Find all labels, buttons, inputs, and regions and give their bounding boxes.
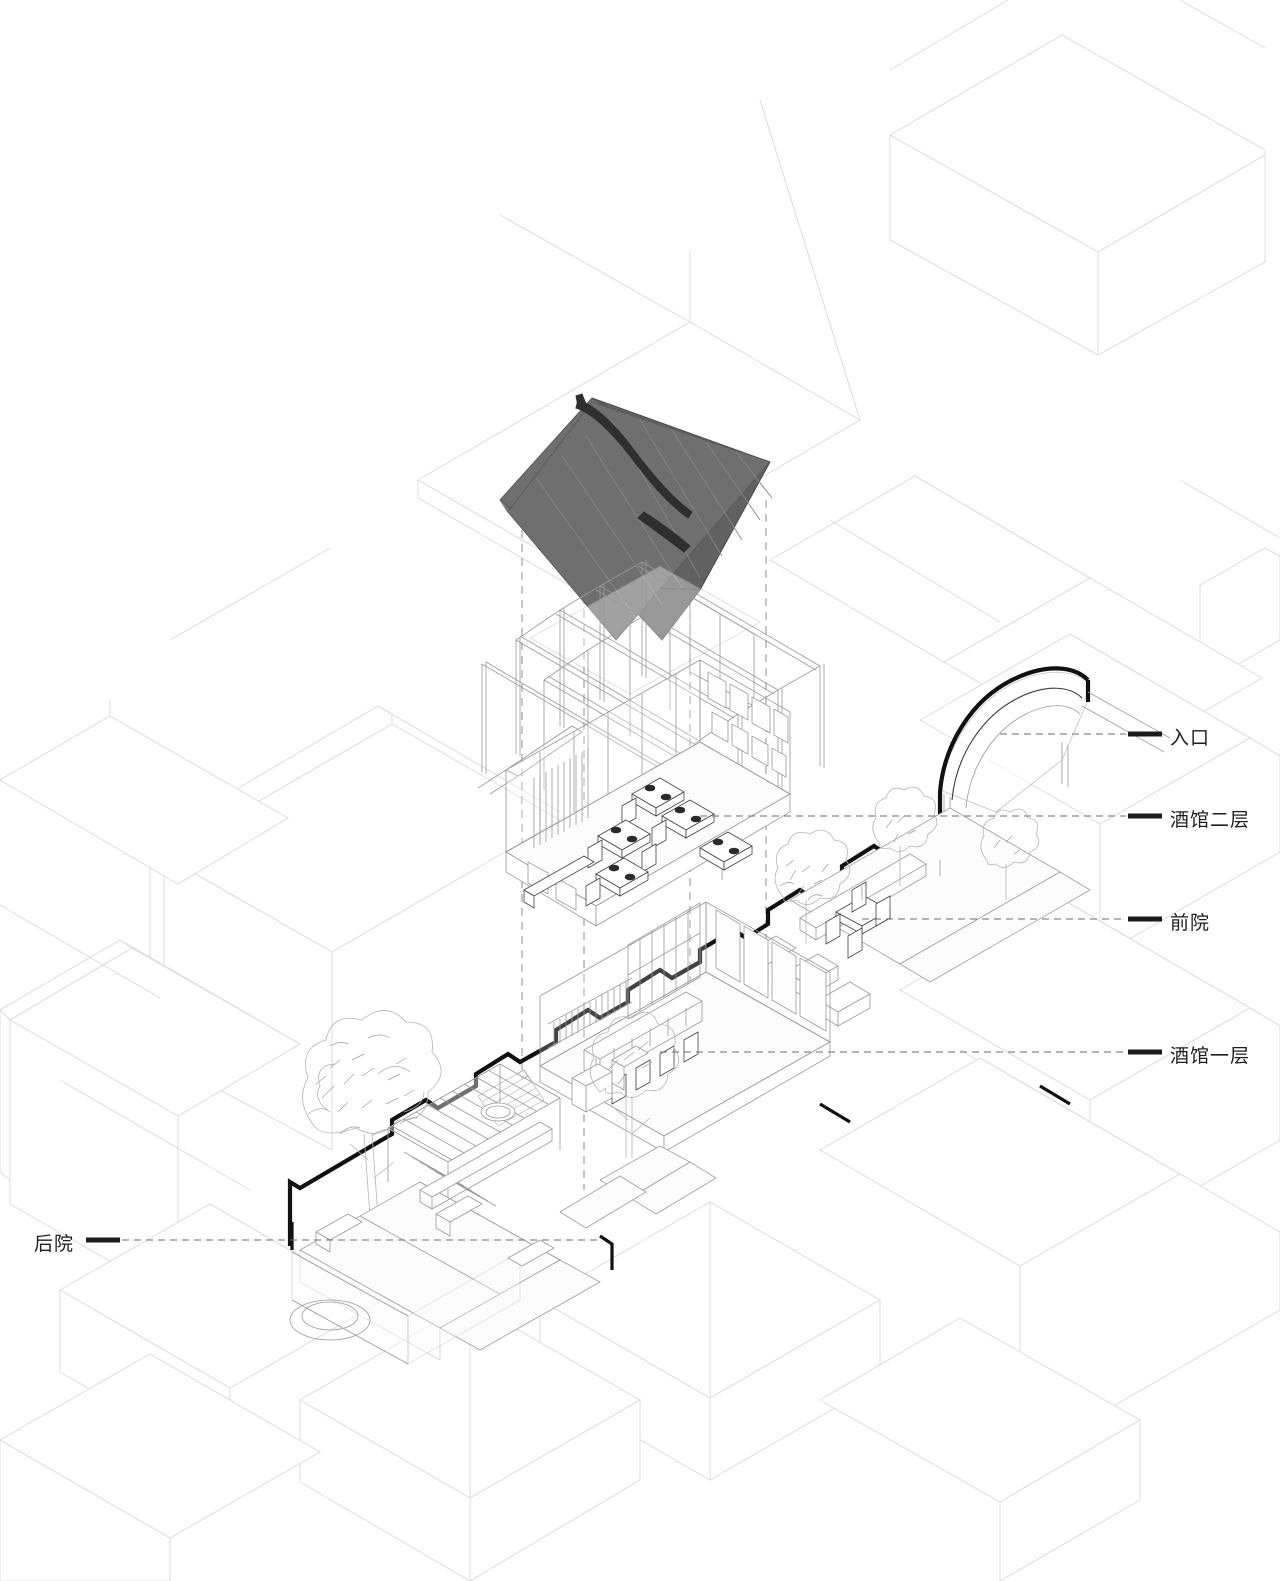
roof-ridge-curve [575,399,693,519]
rear-courtyard-layer [289,1010,680,1365]
first-floor-service-units [571,1045,649,1113]
roof-seams [535,419,773,619]
context-gable-right-2 [918,633,1280,957]
front-courtyard-tree-1 [774,829,851,944]
first-floor-glazed-wall [627,902,701,1020]
second-floor-dining-set-5 [699,831,753,871]
boundary-accent-2 [599,1234,614,1270]
context-gable-bottom-1 [538,1201,882,1481]
entrance-vault-soffit [965,705,1081,809]
frame-top-plate [529,565,761,695]
label-entrance: 入口 [1170,727,1211,749]
second-floor-screen [533,748,589,848]
label-tavern-first-floor: 酒馆一层 [1170,1045,1251,1067]
roof-ridge-end [575,393,587,407]
front-courtyard-table-set [825,881,891,959]
rear-courtyard-tree-2 [589,1011,680,1158]
label-tavern-second-floor: 酒馆二层 [1170,809,1251,831]
context-ridge-a [0,904,161,999]
rear-courtyard-paving [299,1181,601,1361]
structure-frame-layer [477,560,825,880]
second-floor-dining-set-4 [585,857,649,907]
context-ridge-d [169,547,331,641]
rear-courtyard-round-planter [289,1299,371,1341]
second-floor-lower-panels [711,711,787,778]
label-rear-courtyard: 后院 [34,1233,75,1255]
context-gable-bottom-4 [0,1353,322,1581]
slab-edge-front [595,793,791,927]
rear-pergola [387,1063,561,1216]
front-courtyard-tree-2 [872,786,938,886]
rear-courtyard-sill [419,1121,553,1210]
entrance-vault-back [1087,691,1171,739]
boundary-accent-1 [819,1102,851,1124]
rear-courtyard-walls [291,1251,521,1365]
second-floor-right-wall [699,659,791,795]
context-ridge-b [59,1079,251,1191]
entrance-vault-inner-edge [951,687,1083,801]
roof-eave-curve [637,511,691,553]
second-floor-layer [505,659,791,927]
annotation-leaders [86,731,1162,1243]
context-ridge-c [1179,479,1280,539]
round-planter-inner [301,1301,359,1331]
second-floor-window-band [707,671,789,744]
front-courtyard-paving-2 [899,871,1091,983]
first-floor-back-shelf [547,977,633,1049]
first-floor-layer [477,901,831,1229]
first-floor-slab-edge-2 [663,1041,831,1153]
rear-courtyard-furniture [315,1195,555,1267]
bench-end [523,889,535,909]
frame-shed-roof [477,725,583,795]
frame-ridge [481,663,681,781]
context-gable-bottom-5 [818,1317,1142,1581]
front-courtyard-tree-3 [980,808,1040,900]
label-front-courtyard: 前院 [1170,912,1211,934]
context-gable-left-3 [0,700,289,885]
entrance-vault-outer-edge [937,666,1090,793]
frame-ridge-2 [485,661,685,779]
context-block-top-right [888,0,1266,356]
first-floor-entry-steps [559,1145,717,1229]
boundary-accent-3 [1039,1084,1071,1106]
entrance-vault-layer [928,666,1171,835]
second-floor-dining-set-2 [651,799,715,849]
context-gable-left-2 [0,939,301,1301]
roof-layer [499,393,773,641]
first-floor-bar-stools [611,1031,699,1105]
first-floor-right-glazing [705,901,831,1043]
